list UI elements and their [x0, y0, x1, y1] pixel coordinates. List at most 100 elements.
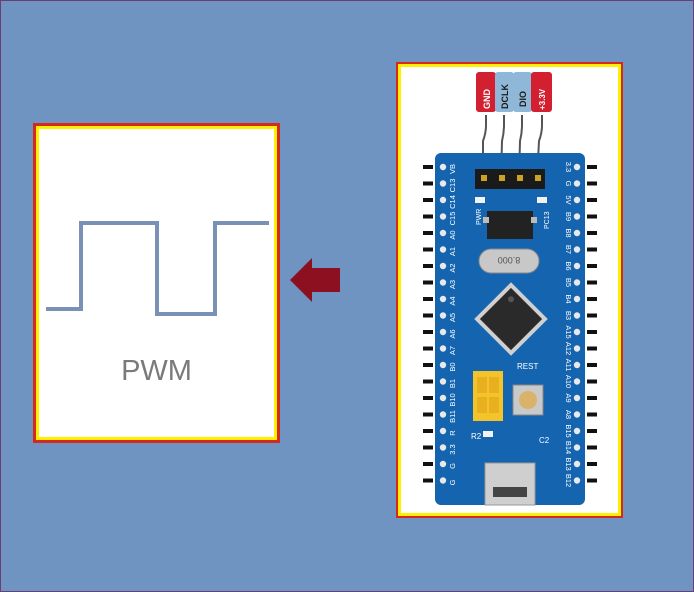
pin-hole-right — [573, 279, 581, 286]
edge-pin-left — [423, 462, 433, 466]
pin-hole-right — [573, 361, 581, 369]
edge-pin-left — [423, 429, 433, 433]
left-pin-label: A6 — [448, 329, 457, 338]
pin-hole-left — [439, 460, 447, 468]
pin-hole-left — [439, 196, 447, 204]
header-pin-dclk: DCLK — [500, 84, 510, 109]
right-pin-label: 5V — [564, 195, 573, 204]
edge-pin-left — [423, 445, 433, 450]
right-pin-label: A8 — [564, 410, 573, 419]
header-labels: GND DCLK DIO +3.3V — [476, 72, 552, 112]
edge-pin-right — [587, 363, 597, 367]
left-pin-label: C13 — [448, 179, 457, 193]
pwm-square-wave — [46, 221, 269, 316]
pin-hole-right — [573, 262, 581, 270]
crystal-oscillator — [478, 248, 540, 274]
pin-hole-left — [439, 378, 447, 385]
pin-hole-right — [573, 427, 581, 435]
header-pin-gnd: GND — [482, 89, 492, 110]
edge-pin-left — [423, 231, 433, 235]
rest-label: REST — [517, 362, 538, 371]
right-pin-label: B14 — [564, 441, 573, 454]
edge-pin-left — [423, 363, 433, 367]
pin-hole-right — [573, 213, 581, 220]
pin-hole-left — [439, 312, 447, 319]
edge-pin-right — [587, 264, 597, 268]
pin-hole-right — [573, 328, 581, 336]
edge-pin-right — [587, 445, 597, 450]
edge-pin-right — [587, 181, 597, 186]
edge-pin-right — [587, 313, 597, 318]
pin-hole-left — [439, 163, 447, 171]
edge-pin-right — [587, 247, 597, 252]
edge-pin-right — [587, 214, 597, 219]
pin-hole-left — [439, 477, 447, 484]
usb-connector — [484, 462, 536, 506]
right-pin-labels: 3.3G5VB9B8B7B6B5B4B3A15A12A11A10A9A8B15B… — [564, 162, 573, 487]
pin-hole-left — [439, 427, 447, 435]
edge-pin-right — [587, 379, 597, 384]
pin-hole-right — [573, 411, 581, 418]
edge-pin-right — [587, 462, 597, 466]
edge-pin-left — [423, 313, 433, 318]
pin-hole-left — [439, 262, 447, 270]
edge-pin-right — [587, 330, 597, 334]
edge-pin-left — [423, 478, 433, 483]
right-pin-label: B6 — [564, 261, 573, 270]
stm32-board: GND DCLK DIO +3.3V GG3.3RB11B10B1B0A7A6A… — [423, 72, 597, 506]
pin-hole-right — [573, 378, 581, 385]
c2-label: C2 — [539, 436, 550, 445]
pin-hole-right — [573, 394, 581, 402]
edge-pin-left — [423, 379, 433, 384]
pwr-label: PWR — [476, 209, 483, 225]
edge-pin-right — [587, 396, 597, 400]
left-pin-label: G — [448, 479, 457, 485]
r2-label: R2 — [471, 432, 482, 441]
edge-pin-right — [587, 198, 597, 202]
pin-hole-left — [439, 229, 447, 237]
pin-hole-left — [439, 328, 447, 336]
pin-hole-left — [439, 345, 447, 352]
left-pin-label: B10 — [448, 393, 457, 406]
swd-header — [475, 169, 545, 189]
pin-hole-left — [439, 213, 447, 220]
edge-pin-left — [423, 330, 433, 334]
right-pin-label: B5 — [564, 278, 573, 287]
pin-hole-right — [573, 444, 581, 451]
pin-hole-left — [439, 279, 447, 286]
pin-hole-right — [573, 246, 581, 253]
header-wires — [482, 115, 543, 180]
header-pin-3v3: +3.3V — [538, 88, 547, 110]
edge-pin-right — [587, 478, 597, 483]
edge-pin-right — [587, 165, 597, 169]
right-pin-label: B12 — [564, 474, 573, 487]
right-pin-label: A9 — [564, 393, 573, 402]
edge-pin-left — [423, 412, 433, 417]
voltage-regulator — [487, 211, 533, 239]
left-pin-label: R — [448, 430, 457, 436]
right-pin-label: A15 — [564, 325, 573, 338]
pin-hole-right — [573, 460, 581, 468]
edge-pin-right — [587, 346, 597, 351]
right-pin-label: A12 — [564, 342, 573, 355]
pwm-panel: PWM — [36, 126, 277, 440]
left-pin-label: A7 — [448, 346, 457, 355]
left-pin-label: B0 — [448, 362, 457, 371]
left-pin-label: 3.3 — [448, 444, 457, 454]
left-pin-label: A0 — [448, 230, 457, 239]
left-pin-label: C15 — [448, 212, 457, 226]
edge-pin-left — [423, 280, 433, 285]
right-pin-label: B7 — [564, 245, 573, 254]
left-pin-label: B1 — [448, 379, 457, 388]
edge-pin-left — [423, 165, 433, 169]
mcu-chip — [474, 282, 548, 356]
left-pin-labels: GG3.3RB11B10B1B0A7A6A5A4A3A2A1A0C15C14C1… — [448, 164, 457, 485]
right-pin-holes — [573, 163, 581, 484]
right-pin-label: B3 — [564, 311, 573, 320]
edge-pin-left — [423, 198, 433, 202]
pin-hole-left — [439, 180, 447, 187]
pwm-label: PWM — [121, 355, 192, 387]
right-pin-label: B8 — [564, 228, 573, 237]
left-pin-label: C14 — [448, 195, 457, 209]
